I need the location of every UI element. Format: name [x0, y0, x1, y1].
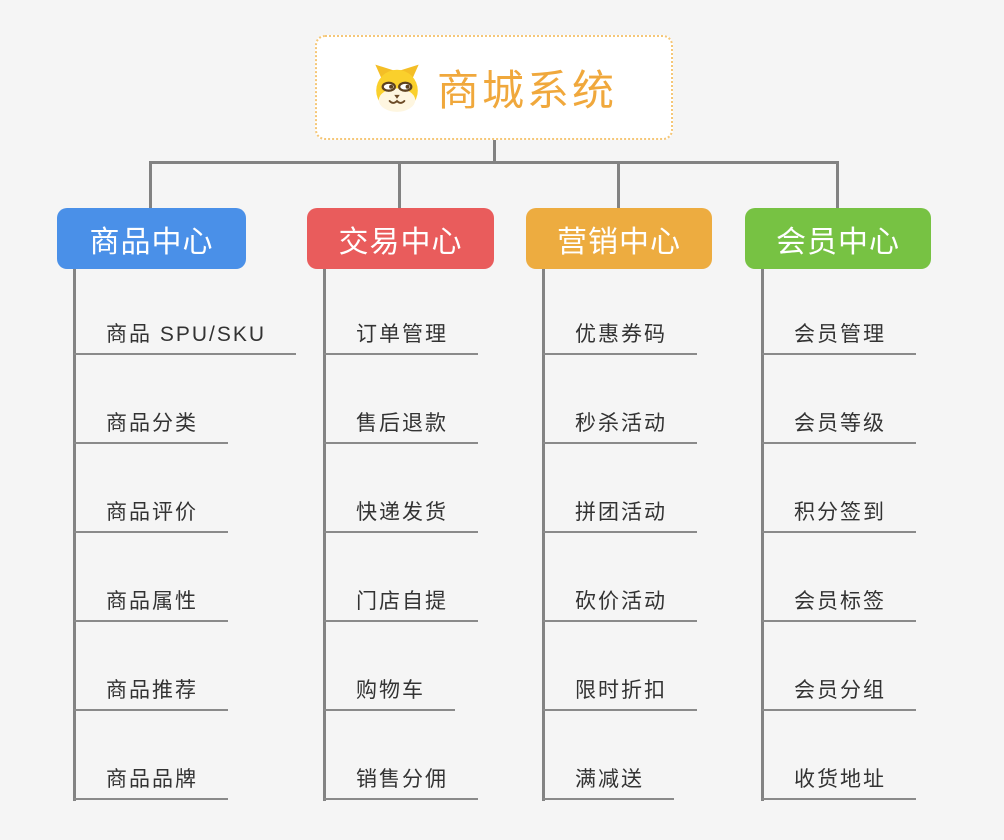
leaf-node[interactable]: 商品推荐	[74, 622, 296, 711]
connector-horizontal-bus	[149, 161, 839, 164]
branch-node-marketing-center[interactable]: 营销中心	[526, 208, 712, 269]
leaf-node[interactable]: 购物车	[324, 622, 478, 711]
leaf-node[interactable]: 拼团活动	[543, 444, 697, 533]
leaf-node[interactable]: 会员等级	[762, 355, 916, 444]
branch-node-trade-center[interactable]: 交易中心	[307, 208, 494, 269]
leaf-node[interactable]: 快递发货	[324, 444, 478, 533]
leaf-list-trade: 订单管理 售后退款 快递发货 门店自提 购物车 销售分佣	[324, 266, 478, 800]
connector-trunk-marketing	[542, 269, 545, 801]
connector-trunk-product	[73, 269, 76, 801]
leaf-node[interactable]: 砍价活动	[543, 533, 697, 622]
branch-trade-center: 交易中心 订单管理 售后退款 快递发货 门店自提 购物车 销售分佣	[307, 208, 494, 801]
connector-trunk-member	[761, 269, 764, 801]
leaf-node[interactable]: 商品属性	[74, 533, 296, 622]
leaf-node[interactable]: 销售分佣	[324, 711, 478, 800]
connector-drop-marketing	[617, 161, 620, 209]
leaf-node[interactable]: 优惠券码	[543, 266, 697, 355]
leaf-node[interactable]: 秒杀活动	[543, 355, 697, 444]
leaf-list-member: 会员管理 会员等级 积分签到 会员标签 会员分组 收货地址	[762, 266, 916, 800]
leaf-node[interactable]: 售后退款	[324, 355, 478, 444]
leaf-node[interactable]: 门店自提	[324, 533, 478, 622]
connector-trunk-trade	[323, 269, 326, 801]
leaf-node[interactable]: 会员管理	[762, 266, 916, 355]
branch-member-center: 会员中心 会员管理 会员等级 积分签到 会员标签 会员分组 收货地址	[745, 208, 931, 801]
connector-root-vertical	[493, 140, 496, 164]
leaf-node[interactable]: 会员分组	[762, 622, 916, 711]
leaf-node[interactable]: 商品 SPU/SKU	[74, 266, 297, 355]
leaf-node[interactable]: 商品评价	[74, 444, 296, 533]
branch-marketing-center: 营销中心 优惠券码 秒杀活动 拼团活动 砍价活动 限时折扣 满减送	[526, 208, 712, 801]
leaf-node[interactable]: 满减送	[543, 711, 697, 800]
connector-drop-member	[836, 161, 839, 209]
root-title: 商城系统	[436, 67, 617, 114]
connector-drop-trade	[398, 161, 401, 209]
leaf-node[interactable]: 商品品牌	[74, 711, 296, 800]
root-node-mall-system[interactable]: 商城系统	[315, 35, 673, 140]
leaf-list-product: 商品 SPU/SKU 商品分类 商品评价 商品属性 商品推荐 商品品牌	[74, 266, 297, 800]
leaf-node[interactable]: 收货地址	[762, 711, 916, 800]
leaf-node[interactable]: 商品分类	[74, 355, 296, 444]
leaf-node[interactable]: 限时折扣	[543, 622, 697, 711]
connector-drop-product	[149, 161, 152, 209]
branch-node-member-center[interactable]: 会员中心	[745, 208, 931, 269]
leaf-node[interactable]: 会员标签	[762, 533, 916, 622]
branch-node-product-center[interactable]: 商品中心	[57, 208, 246, 269]
leaf-node[interactable]: 积分签到	[762, 444, 916, 533]
dog-face-icon	[375, 64, 419, 112]
branch-product-center: 商品中心 商品 SPU/SKU 商品分类 商品评价 商品属性 商品推荐 商品品牌	[57, 208, 297, 801]
leaf-list-marketing: 优惠券码 秒杀活动 拼团活动 砍价活动 限时折扣 满减送	[543, 266, 697, 800]
leaf-node[interactable]: 订单管理	[324, 266, 478, 355]
